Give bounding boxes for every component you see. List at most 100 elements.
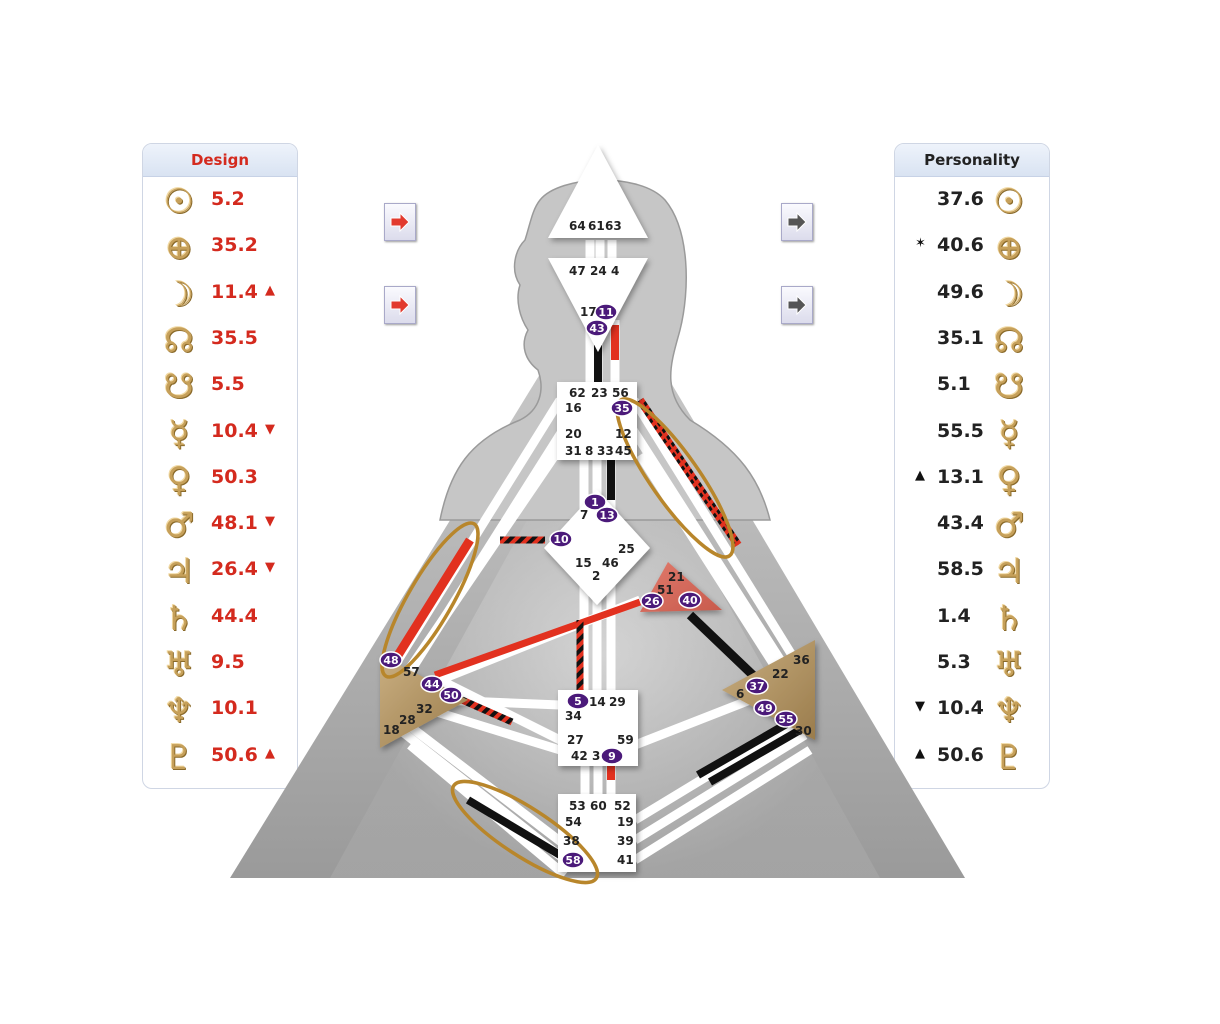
- gate-label: 8: [585, 444, 593, 458]
- personality-gate-value: 55.5: [937, 419, 984, 442]
- personality-gate-value: 35.1: [937, 326, 984, 349]
- activated-gate: 35: [610, 399, 634, 417]
- pluto-icon: ♇: [993, 737, 1025, 778]
- earth-icon: ⊕: [164, 228, 194, 269]
- gate-label: 19: [617, 815, 634, 829]
- personality-gate-value: 43.4: [937, 512, 984, 535]
- design-gate-value: 35.5: [211, 326, 258, 349]
- personality-next-arrow-1[interactable]: [781, 203, 813, 241]
- activated-gate: 48: [379, 651, 403, 669]
- throat-center: [557, 382, 637, 460]
- personality-row: ☉ 37.6: [895, 178, 1049, 224]
- saturn-icon: ♄: [163, 598, 195, 639]
- gate-label: 53: [569, 799, 586, 813]
- personality-panel-title: Personality: [895, 144, 1049, 177]
- design-row: ☊35.5: [143, 317, 297, 363]
- personality-gate-value: 1.4: [937, 604, 971, 627]
- activated-gate: 50: [439, 686, 463, 704]
- gate-label: 2: [592, 569, 600, 583]
- activated-gate-number: 37: [749, 680, 764, 693]
- activated-gate-number: 48: [383, 654, 398, 667]
- design-row: ♅9.5: [143, 641, 297, 687]
- ajna-center: [548, 258, 648, 352]
- activated-gate: 13: [595, 506, 619, 524]
- design-row: ☋5.5: [143, 363, 297, 409]
- activated-channels: [391, 325, 803, 862]
- gate-label: 62: [569, 386, 586, 400]
- design-gate-value: 50.3: [211, 465, 258, 488]
- moon-icon: ☽: [993, 274, 1025, 315]
- gate-label: 31: [565, 444, 582, 458]
- gate-label: 54: [565, 815, 582, 829]
- activated-gate-number: 58: [565, 854, 580, 867]
- mars-icon: ♂: [163, 506, 195, 547]
- mercury-icon: ☿: [168, 413, 190, 454]
- design-panel-title: Design: [143, 144, 297, 177]
- gate-label: 14: [589, 695, 606, 709]
- gate-label: 4: [611, 264, 619, 278]
- activated-gate-number: 13: [599, 509, 614, 522]
- head-silhouette: [439, 179, 771, 521]
- gate-label: 15: [575, 556, 592, 570]
- design-row: ♇50.6▲: [143, 734, 297, 780]
- gate-label: 12: [615, 427, 632, 441]
- head-center: [548, 145, 648, 238]
- design-gate-value: 5.5: [211, 373, 245, 396]
- personality-row: ♃58.5: [895, 548, 1049, 594]
- personality-row: ♆10.4▼: [895, 687, 1049, 733]
- personality-fixing-mark: ▲: [915, 745, 925, 761]
- design-row: ⊕ 35.2: [143, 224, 297, 270]
- design-fixing-mark: ▲: [265, 282, 275, 298]
- activated-gate: 26: [640, 592, 664, 610]
- personality-gate-value: 58.5: [937, 558, 984, 581]
- design-row: ☽11.4▲: [143, 271, 297, 317]
- activated-gate-number: 9: [608, 750, 616, 763]
- gate-label: 27: [567, 733, 584, 747]
- design-gate-value: 35.2: [211, 234, 258, 257]
- gate-label: 56: [612, 386, 629, 400]
- activated-gate: 40: [678, 591, 702, 609]
- uranus-icon: ♅: [163, 645, 195, 685]
- personality-fixing-mark: ▼: [915, 699, 925, 715]
- activated-gate-number: 55: [778, 713, 793, 726]
- arrow-right-icon: [390, 212, 410, 232]
- design-next-arrow-1[interactable]: [384, 203, 416, 241]
- gate-label: 16: [565, 401, 582, 415]
- personality-gate-value: 50.6: [937, 743, 984, 766]
- gate-label: 64: [569, 219, 586, 233]
- arrow-right-icon: [787, 295, 807, 315]
- activated-gate: 49: [753, 699, 777, 717]
- gate-label: 59: [617, 733, 634, 747]
- gate-label: 52: [614, 799, 631, 813]
- personality-gate-value: 13.1: [937, 465, 984, 488]
- design-next-arrow-2[interactable]: [384, 286, 416, 324]
- activated-gate: 55: [774, 710, 798, 728]
- venus-icon: ♀: [996, 459, 1022, 500]
- personality-gate-value: 49.6: [937, 280, 984, 303]
- gate-label: 29: [609, 695, 626, 709]
- gate-label: 24: [590, 264, 607, 278]
- gate-label: 46: [602, 556, 619, 570]
- personality-gate-value: 10.4: [937, 697, 984, 720]
- sun-icon: ☉: [163, 182, 195, 222]
- design-row: ☉ 5.2: [143, 178, 297, 224]
- spleen-center: [380, 655, 468, 748]
- arrow-right-icon: [787, 212, 807, 232]
- personality-gate-value: 37.6: [937, 188, 984, 210]
- gate-label: 33: [597, 444, 614, 458]
- activated-gate: 44: [420, 675, 444, 693]
- personality-gate-value: 5.1: [937, 373, 971, 396]
- north-node-icon: ☊: [993, 320, 1025, 361]
- gate-label: 45: [615, 444, 632, 458]
- design-row: ♀50.3: [143, 456, 297, 502]
- gate-label: 38: [563, 834, 580, 848]
- personality-next-arrow-2[interactable]: [781, 286, 813, 324]
- sun-icon: ☉: [993, 182, 1025, 222]
- gate-label: 47: [569, 264, 586, 278]
- gate-label: 30: [795, 724, 812, 738]
- design-gate-value: 11.4: [211, 280, 258, 303]
- activated-gate: 37: [745, 677, 769, 695]
- design-gate-value: 5.2: [211, 188, 245, 210]
- gate-label: 7: [580, 508, 588, 522]
